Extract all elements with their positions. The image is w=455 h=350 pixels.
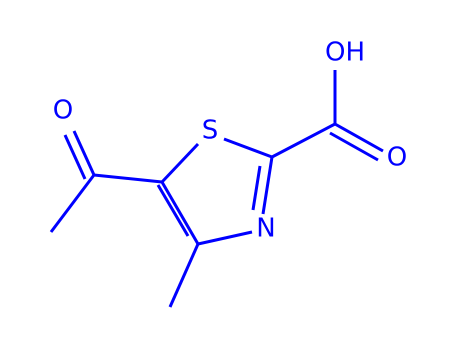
nitrogen-label: N — [256, 214, 275, 244]
bond-carboxyl-carbonyl-double — [329, 131, 379, 162]
bond-acetyl-methyl — [49, 174, 96, 233]
bond-acetyl-carbonyl — [72, 130, 96, 176]
bond-c4-c5-double — [156, 184, 190, 237]
bond-c2-n-double — [251, 165, 262, 211]
bond-acetyl-carbonyl-double — [63, 134, 87, 180]
bond-c4-methyl — [168, 243, 200, 308]
bond-c5-acetyl-carbon — [93, 173, 163, 184]
acetyl-oxygen-label: O — [53, 96, 73, 126]
bond-c2-n — [261, 156, 274, 215]
hydroxyl-label: OH — [325, 38, 365, 68]
bond-n-c4 — [197, 230, 253, 246]
atom-label-layer: S N OH O O — [53, 38, 407, 244]
bond-c5-s — [160, 142, 200, 184]
bond-c2-carboxyl-carbon — [271, 122, 336, 159]
carboxyl-oxygen-label: O — [387, 143, 407, 173]
sulfur-label: S — [202, 116, 219, 146]
bond-c4-c5 — [160, 181, 200, 245]
bond-carboxyl-carbonyl — [334, 122, 384, 153]
bond-s-c2 — [223, 137, 273, 159]
bond-layer — [49, 70, 384, 308]
